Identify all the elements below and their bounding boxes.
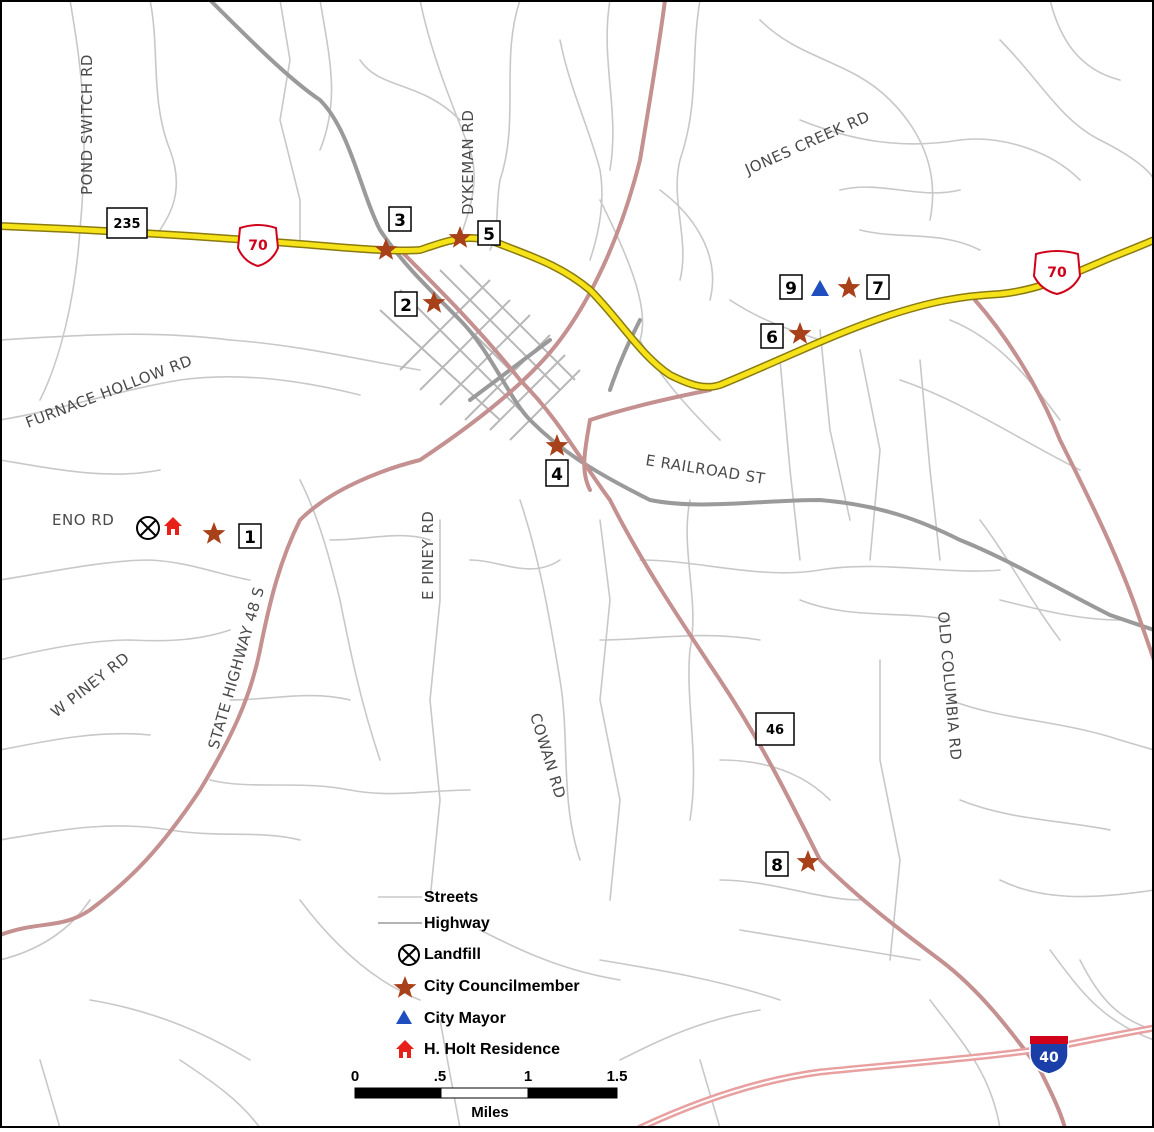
legend-residence-icon (396, 1040, 414, 1058)
sr235-shield: 235 (106, 207, 148, 239)
scale-tick-0: 0 (351, 1068, 359, 1085)
marker-label-6: 6 (766, 328, 778, 348)
legend-landfill-icon (398, 944, 420, 966)
councilmember-marker-8: 8 (765, 850, 820, 877)
i40-shield: 40 (1029, 1035, 1069, 1075)
legend: Streets Highway Landfill City Councilmem… (378, 889, 580, 1058)
marker-label-2: 2 (400, 296, 412, 316)
councilmember-marker-5: 5 (448, 220, 501, 248)
i40-shield-label: 40 (1039, 1050, 1059, 1066)
sr235-shield-label: 235 (113, 217, 140, 232)
legend-residence-label: H. Holt Residence (424, 1041, 560, 1058)
road-label-pond-switch: POND SWITCH RD (78, 54, 96, 195)
legend-councilmember-label: City Councilmember (424, 978, 580, 995)
landfill-icon (136, 516, 160, 540)
councilmember-marker-1: 1 (202, 522, 262, 549)
councilmember-marker-4: 4 (545, 434, 569, 487)
marker-label-4: 4 (551, 465, 563, 485)
legend-mayor-label: City Mayor (424, 1010, 506, 1027)
interstate-layer (636, 1024, 1154, 1132)
legend-highway-label: Highway (424, 915, 490, 932)
marker-label-3: 3 (394, 211, 406, 231)
sr46-shield-label: 46 (766, 723, 784, 738)
marker-label-8: 8 (771, 856, 783, 876)
road-label-e-piney: E PINEY RD (419, 511, 437, 600)
us70-shield-west-label: 70 (248, 238, 268, 254)
councilmember-marker-3: 3 (374, 206, 412, 260)
us70-layer (0, 222, 1154, 391)
councilmember-marker-6: 6 (760, 322, 812, 349)
us70-shield-east: 70 (1032, 250, 1082, 296)
legend-streets-label: Streets (424, 889, 478, 906)
marker-label-5: 5 (483, 225, 495, 245)
us70-shield-east-label: 70 (1047, 265, 1067, 281)
councilmember-marker-2: 2 (394, 291, 446, 317)
legend-landfill-label: Landfill (424, 946, 481, 963)
us70-shield-west: 70 (236, 224, 280, 268)
road-label-eno: ENO RD (52, 511, 114, 529)
scale-unit: Miles (471, 1104, 509, 1121)
marker-label-1: 1 (244, 528, 256, 548)
legend-triangle-icon (396, 1010, 412, 1024)
scale-tick-1: 1 (524, 1068, 532, 1085)
mayor-marker-9: 9 (779, 274, 829, 300)
road-label-dykeman: DYKEMAN RD (459, 110, 477, 215)
sr46-shield: 46 (755, 712, 795, 746)
councilmember-marker-7: 7 (837, 274, 890, 300)
marker-label-7: 7 (872, 279, 884, 299)
scale-tick-1-5: 1.5 (607, 1068, 628, 1085)
residence-icon (164, 517, 182, 535)
scale-tick-0-5: .5 (434, 1068, 447, 1085)
scale-bar: 0 .5 1 1.5 Miles (351, 1068, 628, 1121)
triangle-icon (811, 280, 829, 296)
marker-label-9: 9 (785, 279, 797, 299)
